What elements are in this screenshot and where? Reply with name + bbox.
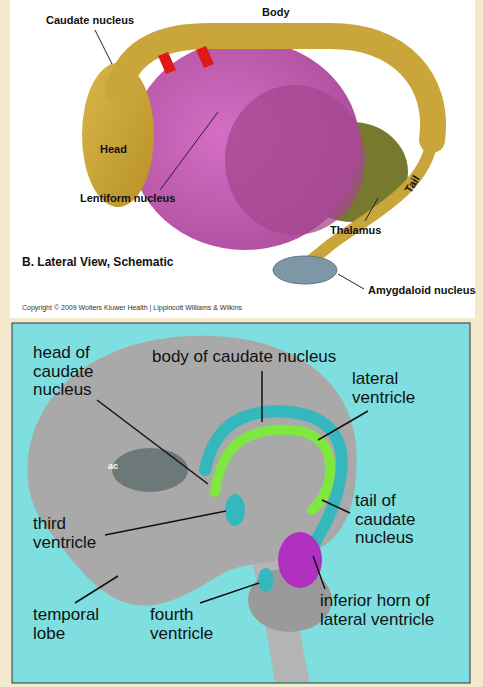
part-label: third ventricle: [33, 515, 128, 552]
part-label: inferior horn of lateral ventricle: [320, 592, 465, 629]
panel-caption: B. Lateral View, Schematic: [22, 256, 173, 269]
cerebrum: [28, 336, 357, 606]
leader-line: [365, 198, 378, 221]
part-label: tail of caudate nucleus: [355, 492, 455, 548]
part-label: Caudate nucleus: [46, 14, 134, 26]
part-label: Amygdaloid nucleus: [368, 284, 476, 296]
leader-line: [200, 583, 259, 603]
part-label: body of caudate nucleus: [152, 348, 336, 367]
part-label: temporal lobe: [33, 606, 123, 643]
leader-line: [313, 556, 325, 589]
part-label: lateral ventricle: [352, 370, 447, 407]
copyright-note: Copyright © 2009 Wolters Kluwer Health |…: [22, 304, 242, 312]
leader-line: [75, 576, 118, 603]
amygdala-shape: [273, 256, 337, 284]
leader-line: [160, 112, 218, 190]
leader-line: [105, 511, 226, 535]
caudate-body: [118, 36, 433, 140]
part-label: ac: [108, 462, 118, 472]
caudate-tail: [300, 140, 432, 268]
third-ventricle-shape: [225, 494, 245, 526]
part-label: Body: [262, 6, 290, 18]
fourth-ventricle-shape: [258, 568, 274, 592]
leader-line: [261, 371, 263, 422]
part-label: Head: [100, 143, 127, 155]
part-label: Lentiform nucleus: [80, 192, 175, 204]
lentiform-inner: [225, 85, 365, 235]
red-mark: [196, 46, 214, 68]
part-label: fourth ventricle: [150, 606, 245, 643]
leader-line: [318, 411, 368, 440]
red-mark: [158, 52, 176, 74]
leader-line: [322, 500, 350, 513]
bottom-panel: [12, 323, 470, 683]
hippocampus-shape: [278, 532, 322, 588]
lateral-ventricle-shape: [205, 411, 342, 548]
part-label: head of caudate nucleus: [33, 344, 133, 400]
leader-line: [95, 30, 112, 64]
part-label: Thalamus: [330, 224, 381, 236]
frontal-horn-shadow: [112, 448, 188, 492]
top-panel: [10, 0, 475, 318]
leader-line: [338, 274, 364, 289]
leader-line: [97, 400, 208, 484]
